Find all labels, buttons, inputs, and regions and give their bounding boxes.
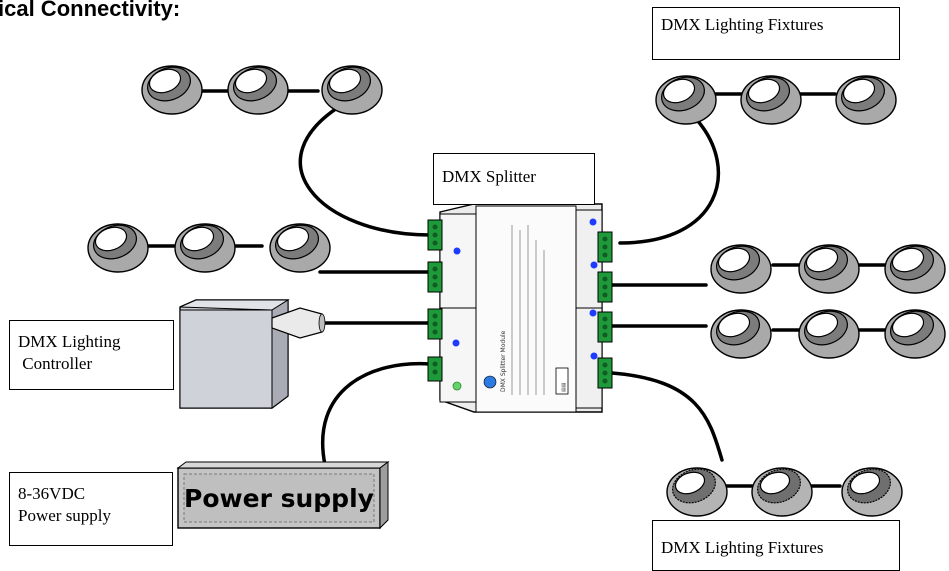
label-dmx-lighting-controller: DMX Lighting Controller bbox=[9, 320, 174, 390]
lighting-fixture bbox=[227, 60, 289, 115]
dmx-splitter-module: DMX Splitter Module ▤▤ bbox=[427, 203, 613, 413]
lighting-fixture bbox=[655, 70, 717, 125]
cable-group bbox=[138, 89, 887, 488]
fixture-row-bottom-right bbox=[666, 462, 903, 517]
fixture-row-top-right bbox=[655, 70, 897, 125]
label-text: DMX Lighting Fixtures bbox=[661, 538, 824, 557]
label-text: DMX Lighting bbox=[18, 332, 121, 351]
label-text: DMX Splitter bbox=[442, 167, 536, 186]
svg-text:▤▤: ▤▤ bbox=[561, 382, 567, 392]
status-led-icon bbox=[590, 352, 598, 360]
module-print-text: DMX Splitter Module bbox=[500, 330, 507, 392]
power-supply-print: Power supply bbox=[184, 484, 374, 513]
fixture-row-mid-left bbox=[87, 218, 331, 273]
lighting-fixture bbox=[884, 239, 946, 294]
label-dmx-splitter: DMX Splitter bbox=[433, 153, 595, 205]
label-text: Controller bbox=[18, 354, 93, 373]
status-led-icon bbox=[589, 309, 597, 317]
fixture-row-mid-right-lower bbox=[710, 304, 946, 359]
power-led-icon bbox=[452, 381, 462, 391]
cable-bottom-right-to-splitter bbox=[610, 371, 724, 462]
label-dmx-lighting-fixtures-bottom: DMX Lighting Fixtures bbox=[652, 520, 900, 571]
lighting-fixture bbox=[798, 304, 860, 359]
lighting-fixture bbox=[666, 462, 728, 517]
label-text: Power supply bbox=[18, 506, 112, 525]
lighting-fixture bbox=[740, 70, 802, 125]
lighting-fixture bbox=[884, 304, 946, 359]
cable-top-left-to-splitter bbox=[298, 101, 432, 237]
fixture-row-mid-right-upper bbox=[710, 239, 946, 294]
lighting-fixture bbox=[174, 218, 236, 273]
status-led-icon bbox=[590, 261, 598, 269]
power-supply-device: Power supply bbox=[176, 461, 390, 530]
lighting-fixture bbox=[141, 60, 203, 115]
lighting-fixture bbox=[87, 218, 149, 273]
cable-top-right-to-splitter bbox=[618, 118, 721, 245]
lighting-fixture bbox=[710, 304, 772, 359]
lighting-fixture bbox=[835, 70, 897, 125]
fixture-row-top-left bbox=[141, 60, 383, 115]
lighting-fixture bbox=[269, 218, 331, 273]
status-led-icon bbox=[589, 218, 597, 226]
status-led-icon bbox=[453, 247, 461, 255]
label-dmx-lighting-fixtures-top: DMX Lighting Fixtures bbox=[652, 7, 900, 60]
label-power-supply: 8-36VDC Power supply bbox=[9, 472, 173, 546]
label-text: 8-36VDC bbox=[18, 484, 86, 503]
lighting-fixture bbox=[798, 239, 860, 294]
module-logo-icon bbox=[483, 375, 497, 389]
lighting-fixture bbox=[751, 462, 813, 517]
lighting-fixture bbox=[841, 462, 903, 517]
dmx-controller-device bbox=[179, 299, 326, 409]
lighting-fixture bbox=[321, 60, 383, 115]
label-text: DMX Lighting Fixtures bbox=[661, 15, 824, 34]
cable-power-to-splitter bbox=[321, 361, 432, 467]
status-led-icon bbox=[452, 339, 460, 347]
lighting-fixture bbox=[710, 239, 772, 294]
page-title: ical Connectivity: bbox=[0, 0, 181, 21]
